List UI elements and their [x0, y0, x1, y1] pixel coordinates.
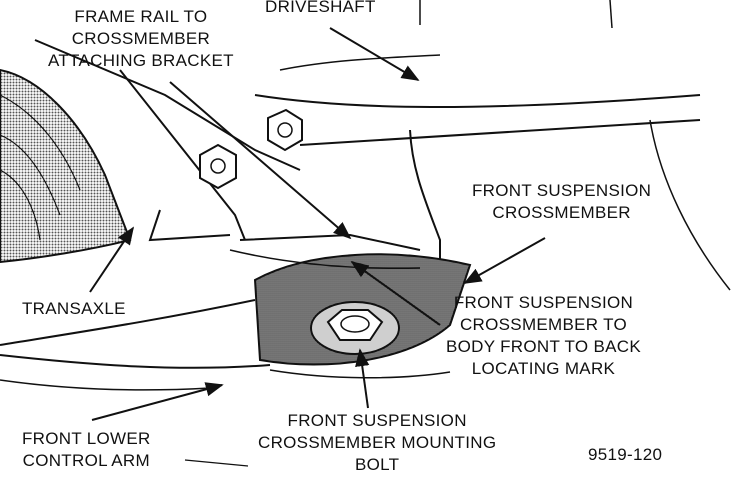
- body-panel: [409, 129, 441, 300]
- leader-control-arm: [91, 382, 224, 421]
- crossmember-mounting-bolt: [310, 301, 400, 355]
- label-mounting-bolt: FRONT SUSPENSION CROSSMEMBER MOUNTING BO…: [258, 411, 497, 474]
- frame-rail: [34, 39, 441, 242]
- label-front-lower-control-arm: FRONT LOWER CONTROL ARM: [22, 429, 151, 470]
- lower-control-arm: [0, 299, 451, 391]
- transaxle-housing: [0, 68, 132, 264]
- leader-mounting-bolt: [355, 348, 370, 409]
- leader-crossmember: [463, 237, 546, 284]
- label-driveshaft: DRIVESHAFT: [265, 0, 376, 16]
- leader-driveshaft: [329, 27, 420, 81]
- baseline-dash: [184, 459, 249, 467]
- figure-number: 9519-120: [588, 445, 663, 464]
- leader-transaxle: [89, 226, 135, 293]
- bracket-bolt-lower: [199, 143, 237, 190]
- label-locating-mark: FRONT SUSPENSION CROSSMEMBER TO BODY FRO…: [446, 293, 641, 378]
- leader-frame-rail-bracket: [169, 81, 352, 240]
- driveshaft-tube: [254, 0, 731, 291]
- bracket-bolt-upper: [267, 108, 303, 152]
- leader-locating-mark: [350, 260, 441, 326]
- label-front-suspension-crossmember: FRONT SUSPENSION CROSSMEMBER: [472, 181, 652, 222]
- leader-lines: [89, 27, 546, 421]
- label-transaxle: TRANSAXLE: [22, 299, 126, 318]
- label-frame-rail-bracket: FRAME RAIL TO CROSSMEMBER ATTACHING BRAC…: [48, 7, 234, 70]
